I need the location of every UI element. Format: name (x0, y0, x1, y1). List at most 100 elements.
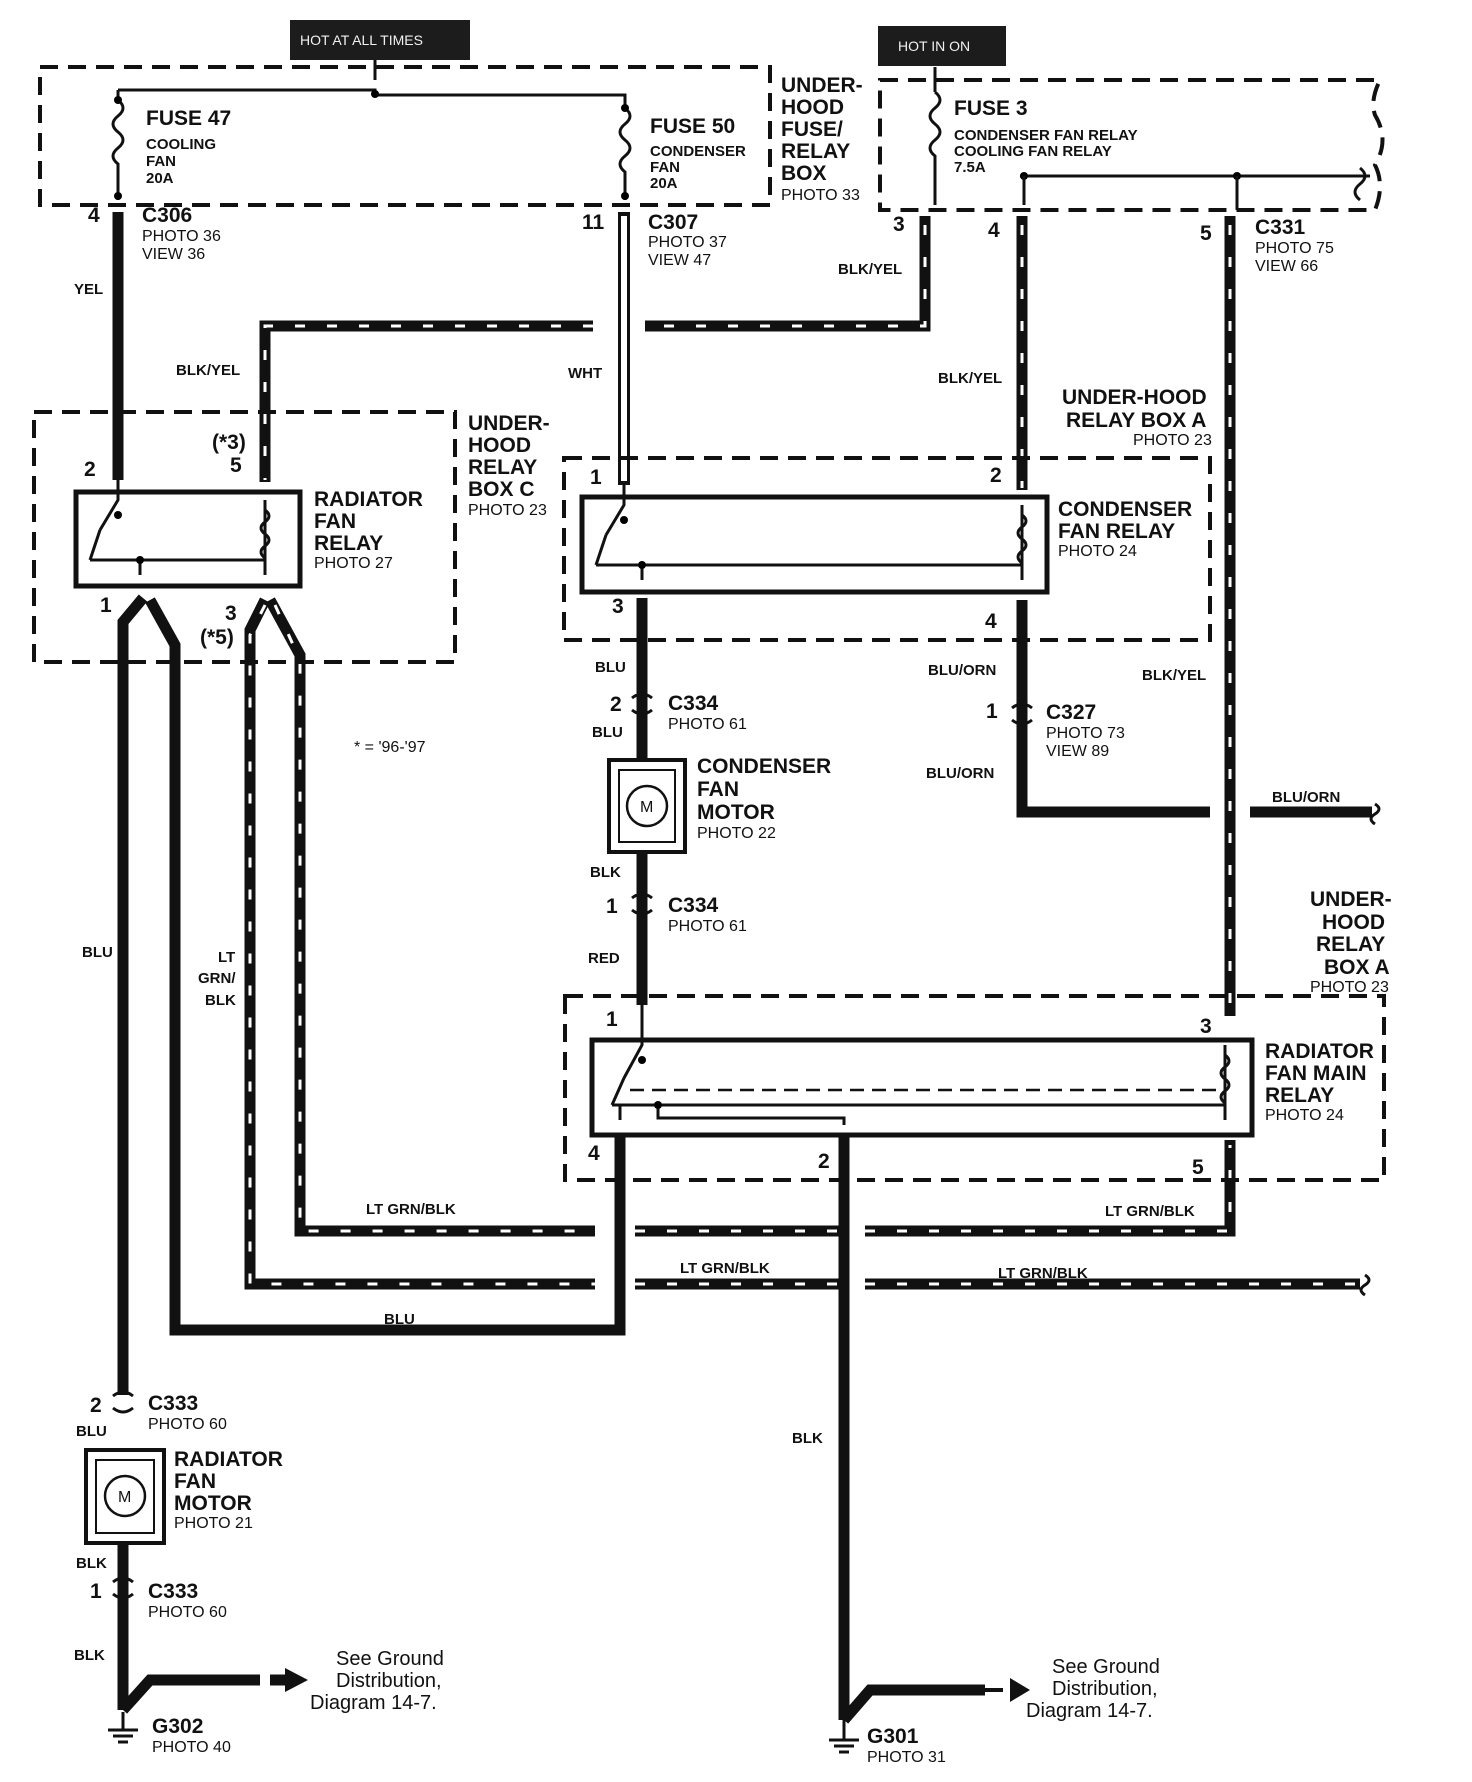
ground-ref-right-line2: Distribution, (1052, 1678, 1158, 1700)
rfr-pin2: 2 (84, 458, 96, 481)
wire-label-ltgrnblk-4: LT GRN/BLK (998, 1265, 1088, 1282)
ground-ref-right-line3: Diagram 14-7. (1026, 1700, 1153, 1722)
c333-bot-photo: PHOTO 60 (148, 1604, 227, 1621)
radiator-motor-symbol: M (118, 1489, 131, 1506)
fuse47-line1: COOLING (146, 136, 216, 153)
c307-pin: 11 (582, 211, 605, 234)
wire-label-bluorn-3: BLU/ORN (1272, 789, 1340, 806)
relay-box-a-top-line1: UNDER-HOOD (1062, 386, 1207, 409)
relay-box-a-right-photo: PHOTO 23 (1310, 979, 1389, 996)
c334-top-connector (631, 692, 653, 716)
c327-photo: PHOTO 73 (1046, 725, 1125, 742)
relay-box-c-line1: UNDER- (468, 412, 550, 435)
rfmr-pin1: 1 (606, 1008, 618, 1031)
relay-box-c-photo: PHOTO 23 (468, 502, 547, 519)
rfr-photo: PHOTO 27 (314, 555, 393, 572)
condenser-fan-motor: M (607, 758, 687, 854)
relay-box-a-top (562, 456, 1212, 642)
relay-box-a-right-line2: HOOD (1322, 911, 1385, 934)
wire-label-wht: WHT (568, 365, 602, 382)
rfr-line1: RADIATOR (314, 488, 423, 511)
c334-bot-name: C334 (668, 894, 719, 917)
cfr-line2: FAN RELAY (1058, 520, 1175, 543)
wire-label-blu-2: BLU (592, 724, 623, 741)
relay-box-c-line4: BOX C (468, 478, 535, 501)
relay-box-a-right (563, 994, 1386, 1182)
g301-photo: PHOTO 31 (867, 1749, 946, 1766)
hot-at-all-times-label: HOT AT ALL TIMES (290, 20, 470, 60)
wire-label-blk-1: BLK (590, 864, 621, 881)
rfmr-pin2: 2 (818, 1150, 830, 1173)
rfr-line2: FAN (314, 510, 356, 533)
rfmr-photo: PHOTO 24 (1265, 1107, 1344, 1124)
relay-box-a-right-line4: BOX A (1324, 956, 1390, 979)
c331-pin4: 4 (988, 219, 1000, 242)
rfmr-pin3: 3 (1200, 1015, 1212, 1038)
c331-name: C331 (1255, 216, 1306, 239)
c333-bot-name: C333 (148, 1580, 198, 1603)
wire-label-bluorn-2: BLU/ORN (926, 765, 994, 782)
g301-name: G301 (867, 1725, 919, 1748)
relay-box-c (32, 410, 457, 664)
fuse50-name: FUSE 50 (650, 115, 735, 138)
radiator-fan-motor: M (84, 1448, 166, 1545)
footnote: * = '96-'97 (354, 739, 426, 756)
c327-connector (1011, 702, 1033, 726)
g301-ground-icon (829, 1720, 859, 1754)
c307-name: C307 (648, 211, 698, 234)
ground-ref-left-line3: Diagram 14-7. (310, 1692, 437, 1714)
fuse50-line1: CONDENSER (650, 143, 746, 160)
c333-top-photo: PHOTO 60 (148, 1416, 227, 1433)
ground-arrow-left (285, 1668, 308, 1692)
wire-label-blu-5: BLU (76, 1423, 107, 1440)
cfr-pin4: 4 (985, 610, 997, 633)
wire-label-blkyel-1: BLK/YEL (176, 362, 240, 379)
wire-label-blkyel-4: BLK/YEL (1142, 667, 1206, 684)
c331-pin5: 5 (1200, 222, 1212, 245)
cfr-pin3: 3 (612, 595, 624, 618)
rfm-line2: FAN (174, 1470, 216, 1493)
cfm-photo: PHOTO 22 (697, 825, 776, 842)
fuse47-line2: FAN (146, 153, 176, 170)
c331-photo: PHOTO 75 (1255, 240, 1334, 257)
c333-bot-connector (112, 1576, 134, 1600)
c334-bot-photo: PHOTO 61 (668, 918, 747, 935)
c306-view: VIEW 36 (142, 246, 205, 263)
svg-text:HOT IN ON: HOT IN ON (898, 38, 970, 54)
fuse47-rating: 20A (146, 170, 174, 187)
c307-view: VIEW 47 (648, 252, 711, 269)
ground-ref-right-line1: See Ground (1052, 1656, 1160, 1678)
c327-view: VIEW 89 (1046, 743, 1109, 760)
c334-bot-connector (631, 892, 653, 916)
g302-name: G302 (152, 1715, 203, 1738)
fusebox-line5: BOX (781, 162, 827, 185)
wire-label-blu-4: BLU (384, 1311, 415, 1328)
g302-photo: PHOTO 40 (152, 1739, 231, 1756)
rfmr-line3: RELAY (1265, 1084, 1334, 1107)
relay-box-a-right-line1: UNDER- (1310, 888, 1392, 911)
wire-label-ltgrnblk-1: LT GRN/BLK (366, 1201, 456, 1218)
c306-name: C306 (142, 204, 192, 227)
wire-label-yel: YEL (74, 281, 103, 298)
c331-view: VIEW 66 (1255, 258, 1318, 275)
relay-box-c-line3: RELAY (468, 456, 537, 479)
wire-label-blk-5: BLK (74, 1647, 105, 1664)
rfr-line3: RELAY (314, 532, 383, 555)
cfr-pin1: 1 (590, 466, 602, 489)
relay-box-a-right-line3: RELAY (1316, 933, 1385, 956)
wire-label-bluorn-1: BLU/ORN (928, 662, 996, 679)
fusebox-line2: HOOD (781, 96, 844, 119)
wire-label-lt: LT (218, 949, 235, 966)
relay-box-a-top-line2: RELAY BOX A (1066, 409, 1206, 432)
wire-label-red: RED (588, 950, 620, 967)
fuse3-line2: COOLING FAN RELAY (954, 143, 1112, 160)
wires (112, 212, 1381, 1724)
cfm-line1: CONDENSER (697, 755, 831, 778)
rfmr-line2: FAN MAIN (1265, 1062, 1367, 1085)
c334-top-photo: PHOTO 61 (668, 716, 747, 733)
ground-arrow-right (1010, 1678, 1030, 1702)
cfm-line2: FAN (697, 778, 739, 801)
rfr-pin5: 5 (230, 454, 242, 477)
ground-ref-left-line1: See Ground (336, 1648, 444, 1670)
